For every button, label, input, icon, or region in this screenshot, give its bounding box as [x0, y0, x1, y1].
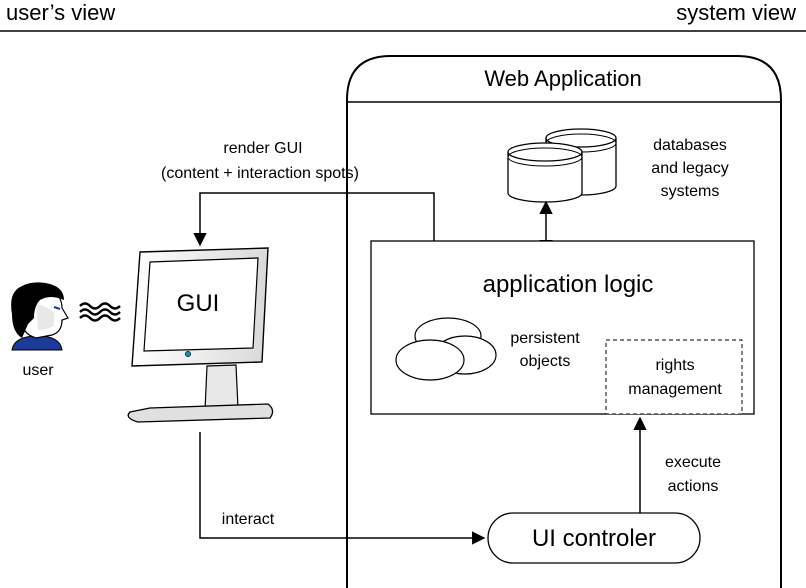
- render-gui-arrow: [193, 192, 435, 247]
- communication-waves-icon: [79, 302, 121, 322]
- power-indicator-icon: [184, 350, 192, 358]
- rights-management-label-line2: management: [628, 381, 722, 398]
- application-logic-title: application logic: [483, 271, 654, 298]
- system-view-heading: system view: [676, 0, 796, 25]
- ui-controller-box: [487, 512, 701, 564]
- databases-label-line1: databases: [653, 137, 727, 154]
- execute-actions-label-line1: execute: [665, 454, 721, 471]
- interact-arrow: [199, 432, 486, 545]
- user-icon: [11, 282, 69, 351]
- gui-label: GUI: [177, 290, 220, 317]
- execute-actions-label-line2: actions: [668, 478, 719, 495]
- persistent-objects-label-line1: persistent: [510, 330, 580, 347]
- databases-label-line3: systems: [661, 183, 720, 200]
- persistent-objects-label-line2: objects: [520, 353, 571, 370]
- ui-controller-label: UI controler: [532, 525, 656, 552]
- web-application-title: Web Application: [484, 66, 641, 91]
- user-label: user: [22, 362, 54, 379]
- interact-label: interact: [222, 511, 275, 528]
- rights-management-label-line1: rights: [655, 357, 694, 374]
- monitor-icon: [127, 247, 274, 423]
- render-gui-label-line1: render GUI: [223, 140, 302, 157]
- users-view-heading: user’s view: [6, 0, 115, 25]
- databases-label-line2: and legacy: [651, 160, 728, 177]
- render-gui-label-line2: (content + interaction spots): [161, 165, 359, 182]
- rights-management-box: [605, 339, 743, 415]
- persistent-objects-icon: [395, 317, 497, 381]
